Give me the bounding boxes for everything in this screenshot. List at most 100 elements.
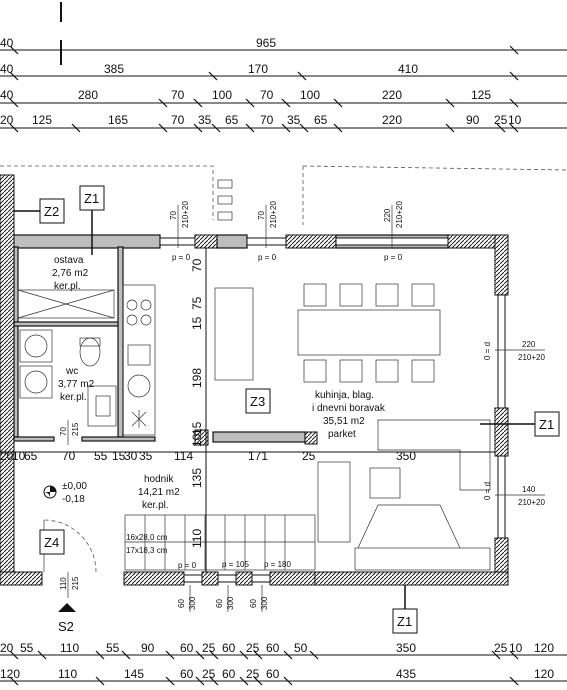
win3-w: 220 [383,208,392,222]
tag-z1-right: Z1 [539,417,554,432]
door-entry-h: 215 [71,576,80,590]
room-hodnik-floor: ker.pl. [142,500,169,511]
level-value: ±0,00 [62,481,87,492]
dim-top2-d: 410 [398,62,418,76]
dim-bot1-k: 50 [294,641,308,655]
room-wc-area: 3,77 m2 [58,379,95,390]
sill-1: p = 0 [172,253,191,262]
dim-bot2-c: 145 [124,667,144,681]
dim-int-6: 15 [112,449,126,463]
room-ostava-name: ostava [54,255,84,266]
dim-bot1-m: 25 [494,641,508,655]
tag-s2: S2 [58,619,74,634]
dim-top3-d: 100 [212,88,232,102]
dim-bot2-g: 25 [246,667,260,681]
dim-top3-e: 70 [260,88,274,102]
dim-bot1-f: 60 [180,641,194,655]
room-wc-name: wc [65,366,78,377]
dim-top4-h: 35 [287,113,301,127]
dim-top4-i: 65 [314,113,328,127]
dim-v-3: 15 [190,316,204,330]
dim-int-1: 20 [0,449,14,463]
fixtures [17,179,491,573]
win2-w: 70 [257,211,266,220]
dim-top1-b: 965 [256,36,276,50]
sill-right-2: 0 = d [483,482,492,500]
dim-v-4: 198 [190,368,204,388]
bot-open-3-w: 60 [249,599,258,608]
room-hodnik-area: 14,21 m2 [138,487,180,498]
room-kuhinja-floor: parket [328,429,356,440]
dim-top4-k: 90 [466,113,480,127]
win-right1-w: 220 [522,340,536,349]
dim-top3-a: 40 [0,88,14,102]
dim-top3-h: 125 [471,88,491,102]
dim-bot2-a: 120 [0,667,20,681]
bot-open-1-w: 60 [177,599,186,608]
dim-top3-g: 220 [382,88,402,102]
dim-bot1-c: 110 [60,641,79,655]
section-tags: Z1 Z2 Z3 Z1 Z4 Z1 S2 [14,185,560,634]
dim-bot1-g: 25 [202,641,216,655]
level-marker-fill [50,486,56,492]
room-ostava-floor: ker.pl. [54,281,81,292]
dim-top3-b: 280 [78,88,98,102]
win1-w: 70 [169,211,178,220]
win-right2-w: 140 [522,485,536,494]
dim-int-4: 70 [62,449,76,463]
bot-open-2-w: 60 [215,599,224,608]
win1-h: 210+20 [181,201,190,228]
dim-top4-f: 65 [225,113,239,127]
dim-bot1-j: 60 [266,641,280,655]
dim-top4-e: 35 [198,113,212,127]
win-wc-w: 70 [59,427,68,436]
tag-z4: Z4 [44,535,59,550]
dim-top2-a: 40 [0,62,14,76]
dim-int-8: 35 [139,449,153,463]
dim-top3-c: 70 [171,88,185,102]
opening-labels: 70 210+20 70 210+20 220 210+20 p = 0 p =… [59,201,545,612]
vertical-dimensions: 70 75 15 198 15 10 135 110 [190,248,207,572]
win3-h: 210+20 [395,201,404,228]
dim-top2-b: 385 [104,62,124,76]
tag-z3: Z3 [250,394,265,409]
tag-z1-bottom: Z1 [397,614,412,629]
bot-open-1-h: 300 [188,596,197,610]
dim-top4-c: 165 [108,113,128,127]
dim-top4-a: 20 [0,113,14,127]
dim-bot2-e: 25 [202,667,216,681]
dim-int-7: 30 [124,449,138,463]
dim-bot2-d: 60 [180,667,194,681]
dim-v-7: 135 [190,468,204,488]
interior-dimensions: 20 10 65 70 55 15 30 35 114 171 25 350 [0,449,495,463]
dim-bot1-l: 350 [396,641,416,655]
dim-bot1-b: 55 [20,641,34,655]
dim-bot1-e: 90 [141,641,155,655]
bottom-dimensions: 20 55 110 55 90 60 25 60 25 60 50 350 25… [0,641,567,686]
dim-int-5: 55 [94,449,108,463]
dim-bot2-i: 435 [396,667,416,681]
dim-bot1-a: 20 [0,641,14,655]
tag-z1-top: Z1 [84,191,99,206]
dim-bot1-i: 25 [246,641,260,655]
room-kuhinja-line1: kuhinja, blag. [315,390,374,401]
tag-z2: Z2 [44,204,59,219]
level-marker-fill-2 [44,492,50,498]
dim-v-2: 75 [190,296,204,310]
sill-4: p = 0 [178,561,197,570]
dim-bot2-f: 60 [222,667,236,681]
room-ostava-area: 2,76 m2 [52,268,89,279]
dim-top4-m: 10 [508,113,522,127]
dim-top1-a: 40 [0,36,14,50]
room-hodnik-name: hodnik [144,474,174,485]
dim-bot2-b: 110 [58,667,77,681]
dim-top2-c: 170 [248,62,268,76]
win-right2-h: 210+20 [518,498,545,507]
dim-int-10: 171 [248,449,268,463]
dim-int-12: 350 [396,449,416,463]
dim-v-8: 110 [190,529,204,548]
win-wc-h: 215 [71,422,80,436]
sill-6: p = 180 [264,560,291,569]
stairs-spec-2: 17x18,3 cm [126,546,168,555]
